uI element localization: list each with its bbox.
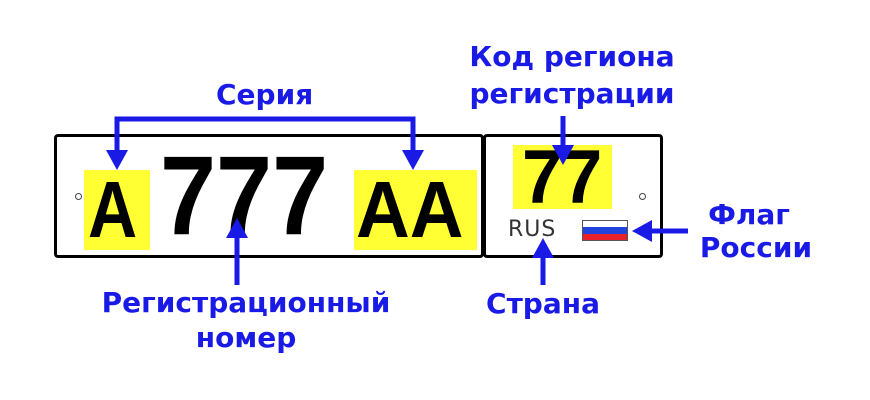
flag-stripe-blue: [583, 227, 627, 234]
label-flag-line1: Флаг: [708, 198, 790, 231]
series-arrowhead-left: [106, 150, 128, 170]
label-reg-number-line1: Регистрационный: [101, 286, 391, 319]
label-region-code-line1: Код региона: [469, 40, 675, 73]
plate-country-code: RUS: [508, 217, 557, 242]
plate-series-letter-first: A: [88, 165, 138, 254]
label-country: Страна: [486, 287, 600, 320]
reg-number-arrowhead: [226, 218, 248, 238]
russia-flag-icon: [582, 220, 628, 241]
series-highlight-first: [84, 170, 150, 250]
label-flag-line2: России: [699, 231, 813, 264]
region-code-arrowhead: [552, 145, 574, 165]
series-bracket-line: [114, 116, 416, 155]
label-series: Серия: [216, 78, 314, 111]
flag-stripe-red: [583, 233, 627, 240]
flag-stripe-white: [583, 221, 627, 228]
series-arrowhead-right: [402, 150, 424, 170]
mounting-hole-left: [75, 193, 82, 200]
label-region-code-line2: регистрации: [469, 77, 675, 110]
label-reg-number-line2: номер: [195, 321, 297, 354]
mounting-hole-right: [639, 193, 646, 200]
country-arrowhead: [532, 238, 554, 258]
plate-series-letters-last: AA: [356, 165, 464, 254]
flag-arrowhead: [632, 220, 652, 242]
series-highlight-last: [354, 170, 477, 250]
